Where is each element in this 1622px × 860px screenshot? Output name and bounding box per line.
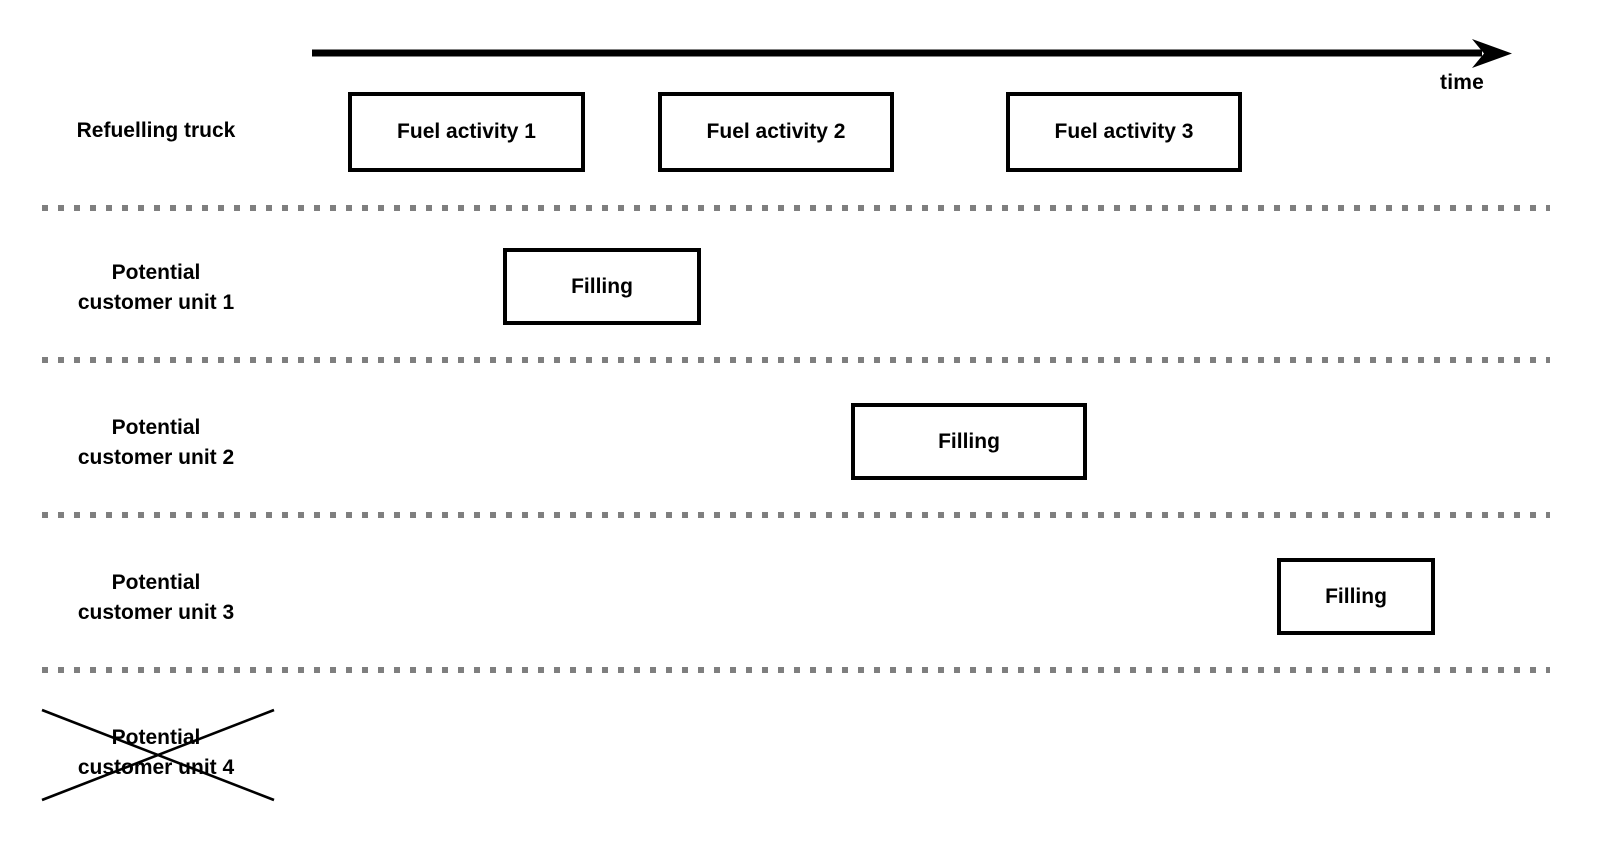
- lane-label-line1: Potential: [111, 726, 201, 749]
- activity-fuel-activity-1[interactable]: Fuel activity 1: [348, 92, 585, 172]
- activity-fuel-activity-2[interactable]: Fuel activity 2: [658, 92, 894, 172]
- lane-separator-4: [42, 667, 1550, 673]
- activity-filling-unit-2[interactable]: Filling: [851, 403, 1087, 480]
- time-axis-arrow: [312, 39, 1512, 68]
- activity-filling-unit-3[interactable]: Filling: [1277, 558, 1435, 635]
- lane-separator-1: [42, 205, 1550, 211]
- lane-separator-2: [42, 357, 1550, 363]
- lane-label-line1: Potential: [111, 571, 201, 594]
- lane-label-potential-customer-unit-4: Potential customer unit 4: [36, 723, 276, 783]
- lane-label-line2: customer unit 1: [77, 290, 235, 314]
- lane-label-potential-customer-unit-3: Potential customer unit 3: [36, 568, 276, 628]
- activity-fuel-activity-3[interactable]: Fuel activity 3: [1006, 92, 1242, 172]
- lane-label-line1: Potential: [111, 261, 201, 284]
- lane-label-line1: Potential: [111, 416, 201, 439]
- lane-label-line2: customer unit 3: [77, 600, 235, 624]
- lane-separator-3: [42, 512, 1550, 518]
- lane-label-line2: customer unit 2: [77, 445, 235, 469]
- lane-label-refuelling-truck: Refuelling truck: [76, 119, 236, 142]
- time-axis-label: time: [1440, 71, 1484, 94]
- lane-label-potential-customer-unit-1: Potential customer unit 1: [36, 258, 276, 318]
- lane-label-potential-customer-unit-2: Potential customer unit 2: [36, 413, 276, 473]
- activity-filling-unit-1[interactable]: Filling: [503, 248, 701, 325]
- lane-label-line2: customer unit 4: [77, 755, 235, 779]
